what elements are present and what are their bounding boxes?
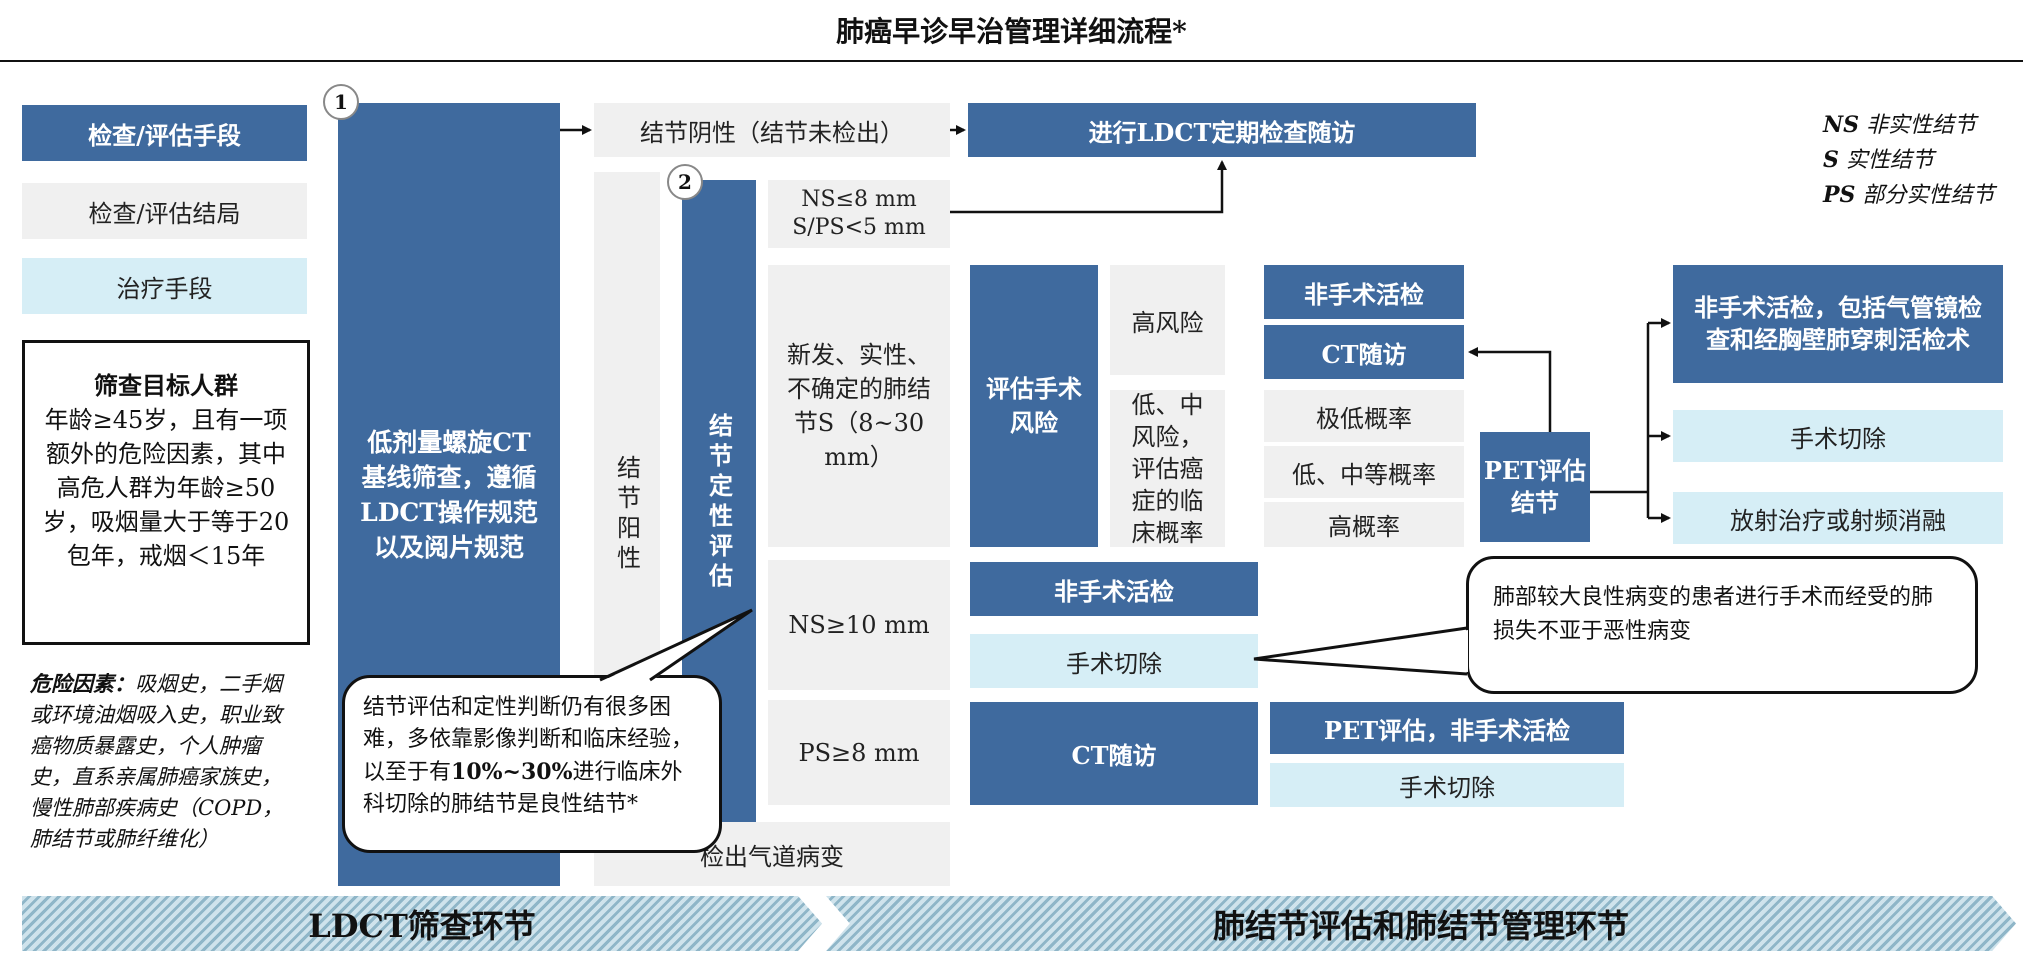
abbreviation-legend: NS 非实性结节 S 实性结节 PS 部分实性结节 [1823, 108, 2013, 213]
target-body: 年龄≥45岁，且有一项额外的危险因素，其中高危人群为年龄≥50岁，吸烟量大于等于… [42, 406, 290, 570]
ns-le-8mm: NS≤8 mm S/PS<5 mm [768, 180, 950, 248]
badge-2: 2 [667, 164, 703, 200]
stage-nodule-management: 肺结节评估和肺结节管理环节 [826, 896, 2016, 951]
badge-1: 1 [323, 84, 359, 120]
risk-factors: 危险因素：吸烟史，二手烟或环境油烟吸入史，职业致癌物质暴露史，个人肿瘤史，直系亲… [30, 668, 288, 855]
ns10-surgical-resection: 手术切除 [970, 634, 1258, 688]
legend-exam-method: 检查/评估手段 [22, 105, 307, 161]
legend-ps: PS 部分实性结节 [1823, 182, 1995, 208]
ns10-nonsurgical-biopsy: 非手术活检 [970, 562, 1258, 616]
nodule-negative: 结节阴性（结节未检出） [594, 103, 950, 157]
callout-left-bold: 10%~30% [451, 759, 573, 785]
nonsurgical-biopsy-full: 非手术活检，包括气管镜检查和经胸壁肺穿刺活检术 [1673, 265, 2003, 383]
high-probability: 高概率 [1264, 502, 1464, 547]
new-solid-nodule: 新发、实性、不确定的肺结节S（8~30 mm） [768, 265, 950, 547]
assess-surgical-risk: 评估手术风险 [970, 265, 1098, 547]
surgical-resection-right: 手术切除 [1673, 410, 2003, 462]
very-low-probability: 极低概率 [1264, 390, 1464, 442]
ps8-surgical-resection: 手术切除 [1270, 763, 1624, 807]
target-population-box: 筛查目标人群 年龄≥45岁，且有一项额外的危险因素，其中高危人群为年龄≥50岁，… [22, 340, 310, 645]
legend-treatment: 治疗手段 [22, 258, 307, 314]
radiotherapy-ablation: 放射治疗或射频消融 [1673, 492, 2003, 544]
legend-ns: NS 非实性结节 [1823, 112, 1977, 138]
pet-assessment: PET评估结节 [1480, 432, 1590, 542]
nonsurgical-biopsy-high-risk: 非手术活检 [1264, 265, 1464, 319]
ns-ge-10mm: NS≥10 mm [768, 560, 950, 690]
callout-right: 肺部较大良性病变的患者进行手术而经受的肺损失不亚于恶性病变 [1466, 556, 1978, 694]
target-heading: 筛查目标人群 [94, 371, 238, 400]
arrow-pet-to-ct [1468, 347, 1552, 432]
high-risk: 高风险 [1110, 265, 1225, 375]
title-divider [0, 60, 2023, 62]
ps8-pet-biopsy: PET评估，非手术活检 [1270, 702, 1624, 754]
legend-s: S 实性结节 [1823, 147, 1934, 173]
legend-exam-result: 检查/评估结局 [22, 183, 307, 239]
ps8-ct-followup: CT随访 [970, 702, 1258, 805]
ct-followup: CT随访 [1264, 325, 1464, 379]
page-title: 肺癌早诊早治管理详细流程* [836, 15, 1187, 48]
stage-ldct-screening: LDCT筛查环节 [22, 896, 822, 951]
low-medium-probability: 低、中等概率 [1264, 446, 1464, 498]
arrow-ns8-to-followup [950, 160, 1227, 214]
callout-left-text2: 进行临床外科切除的肺结节是良性结节* [363, 760, 683, 817]
ns8-line1: NS≤8 mm [801, 187, 917, 212]
callout-left: 结节评估和定性判断仍有很多困难，多依靠影像判断和临床经验，以至于有10%~30%… [342, 675, 722, 853]
risk-text: 吸烟史，二手烟或环境油烟吸入史，职业致癌物质暴露史，个人肿瘤史，直系亲属肺癌家族… [30, 672, 284, 851]
ps-ge-8mm: PS≥8 mm [768, 700, 950, 805]
ns8-line2: S/PS<5 mm [792, 215, 926, 240]
ldct-periodic-followup: 进行LDCT定期检查随访 [968, 103, 1476, 157]
low-mid-risk: 低、中风险，评估癌症的临床概率 [1110, 390, 1225, 547]
risk-label: 危险因素： [30, 671, 135, 696]
callout-left-text1: 结节评估和定性判断仍有很多困难，多依靠影像判断和临床经验，以至于有 [363, 695, 694, 785]
